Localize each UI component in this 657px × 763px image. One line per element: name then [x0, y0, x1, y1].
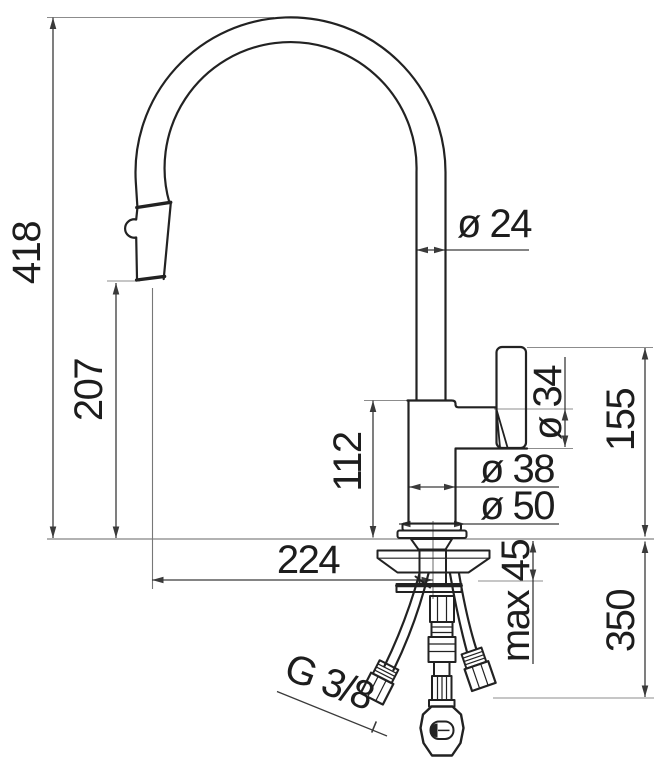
body-top-ledge — [406, 399, 498, 409]
supply-hose-right — [448, 572, 497, 693]
hose-right-fitting — [460, 646, 497, 693]
base-flange — [396, 529, 468, 539]
thread-leader-line — [276, 690, 388, 737]
weight-slot — [429, 720, 455, 740]
mounting-nut-facets — [436, 596, 448, 622]
lever-wedge — [495, 408, 509, 449]
dim-label-spray-height: 207 — [67, 359, 111, 421]
spray-head-right-edge — [162, 202, 172, 281]
dim-label-body-height: 112 — [326, 432, 370, 492]
dim-label-total-height: 418 — [5, 222, 49, 284]
mounting-hardware — [376, 538, 491, 623]
weight-slot-detail — [430, 723, 438, 738]
quick-connect — [427, 636, 457, 663]
spray-head-nozzle — [134, 274, 167, 282]
faucet-outline — [124, 16, 529, 757]
hose-connector — [430, 621, 454, 638]
dim-label-hose-length: 350 — [599, 590, 643, 652]
extension-lines — [47, 16, 654, 699]
spray-head-left-edge — [124, 207, 139, 280]
dim-label-spout-diameter: ø 24 — [457, 202, 532, 246]
threaded-stem — [418, 548, 447, 585]
hose-right-tube — [448, 572, 478, 654]
hose-ribs — [436, 677, 448, 699]
pullout-hose — [419, 621, 465, 757]
handle — [495, 345, 528, 450]
spray-head — [124, 200, 173, 282]
hose-connector-ribs — [431, 626, 453, 634]
dim-label-handle-diameter: ø 34 — [526, 365, 570, 440]
dim-label-base-diameter: ø 50 — [480, 484, 554, 528]
dim-label-max-deck: max 45 — [494, 540, 538, 662]
hose-left-tube — [383, 572, 430, 672]
hose-neck — [433, 661, 451, 677]
dim-label-thread: G 3/8 — [279, 645, 379, 719]
dimension-labels: 418 207 112 ø 24 ø 34 155 ø 38 ø 50 224 … — [5, 202, 643, 719]
quick-connect-lines — [428, 643, 456, 653]
dimension-lines — [49, 17, 649, 737]
dim-label-handle-height: 155 — [599, 389, 643, 451]
spray-head-seam — [135, 200, 173, 210]
dim-label-reach: 224 — [277, 538, 340, 582]
shank — [410, 538, 453, 551]
spout-inner-arc — [163, 40, 418, 402]
hose-weight — [419, 705, 465, 757]
spout-outer-arc — [134, 16, 447, 402]
hose-left-fitting — [359, 659, 400, 706]
mounting-nut — [429, 595, 455, 623]
dim-label-body-diameter: ø 38 — [480, 447, 554, 491]
thread-leader-tick — [370, 721, 378, 733]
supply-hose-left — [359, 572, 430, 706]
